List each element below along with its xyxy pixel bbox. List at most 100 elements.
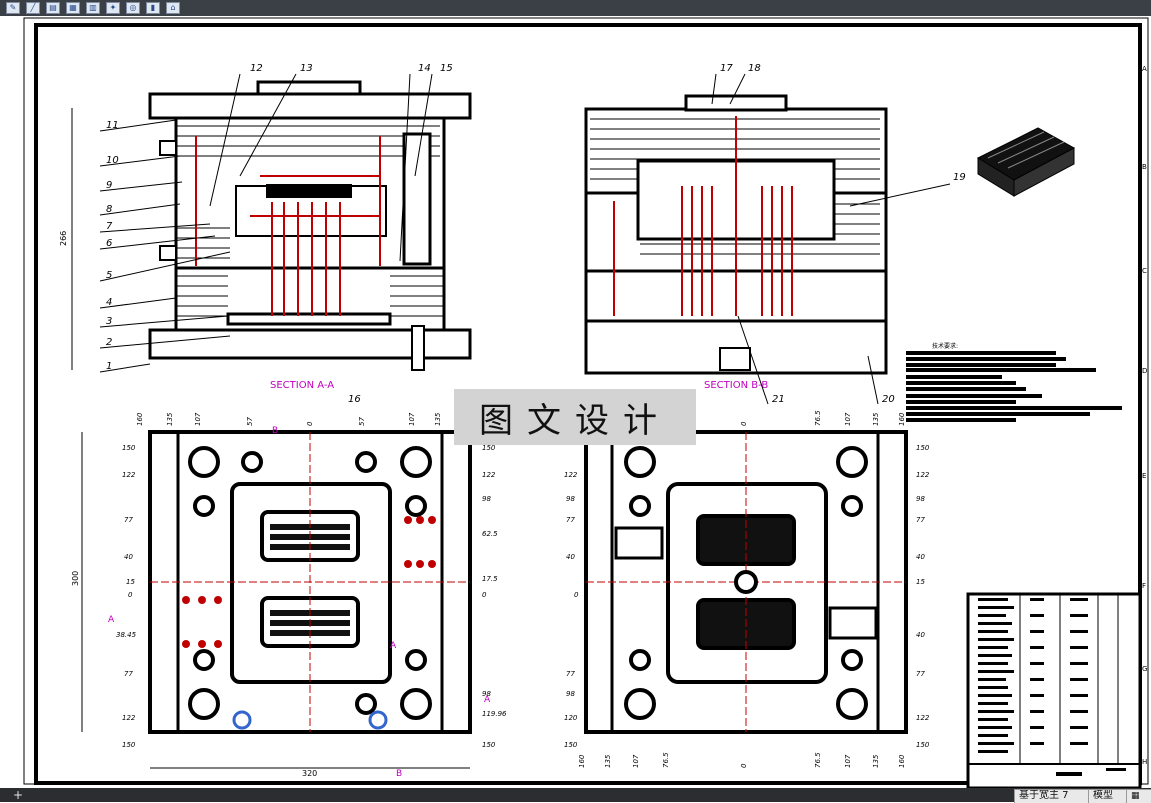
svg-text:135: 135 (872, 754, 880, 768)
svg-text:150: 150 (916, 741, 930, 749)
svg-text:135: 135 (872, 412, 880, 426)
block-icon[interactable]: ▦ (66, 2, 80, 14)
svg-text:98: 98 (482, 690, 491, 698)
left-callouts: 11 10 9 8 7 6 5 4 3 2 1 12 13 14 15 16 (106, 63, 453, 405)
dim-320: 320 (302, 769, 317, 778)
svg-text:17.5: 17.5 (482, 575, 498, 583)
svg-text:98: 98 (916, 495, 925, 503)
svg-text:150: 150 (122, 741, 136, 749)
dim-300: 300 (71, 571, 80, 586)
callout-14: 14 (418, 63, 431, 74)
svg-text:119.96: 119.96 (482, 710, 507, 718)
tab-layout[interactable]: 基于宽主 7 (1014, 789, 1094, 803)
add-layout-button[interactable]: + (12, 788, 24, 802)
pick-icon[interactable]: ✦ (106, 2, 120, 14)
svg-text:122: 122 (482, 471, 496, 479)
svg-text:135: 135 (166, 412, 174, 426)
svg-text:77: 77 (124, 670, 133, 678)
svg-text:A: A (390, 641, 397, 651)
svg-text:A: A (484, 695, 491, 705)
right-plan-view (584, 430, 908, 734)
svg-text:B: B (1142, 163, 1147, 171)
svg-text:E: E (1142, 472, 1146, 480)
svg-text:0: 0 (740, 763, 748, 768)
draw-icon[interactable]: ✎ (6, 2, 20, 14)
section-a-label: SECTION A-A (270, 380, 334, 391)
svg-text:A: A (108, 615, 115, 625)
callout-20: 20 (882, 394, 895, 405)
svg-text:0: 0 (740, 421, 748, 426)
svg-text:150: 150 (564, 741, 578, 749)
callout-8: 8 (106, 204, 112, 215)
svg-text:107: 107 (408, 412, 416, 426)
callout-7: 7 (106, 221, 113, 232)
part-3d-thumbnail (976, 127, 1076, 197)
svg-text:122: 122 (916, 471, 930, 479)
callout-5: 5 (106, 270, 112, 281)
svg-text:57: 57 (358, 417, 366, 426)
svg-text:H: H (1142, 758, 1147, 766)
svg-text:76.5: 76.5 (814, 410, 822, 426)
svg-text:122: 122 (122, 714, 136, 722)
svg-text:150: 150 (916, 444, 930, 452)
svg-text:122: 122 (564, 471, 578, 479)
svg-text:57: 57 (246, 417, 254, 426)
svg-text:120: 120 (564, 714, 578, 722)
svg-text:0: 0 (128, 591, 133, 599)
svg-text:150: 150 (482, 444, 496, 452)
right-plan-dims: 0 76.5 107 135 160 122 98 77 40 0 77 98 … (564, 410, 930, 768)
svg-text:77: 77 (916, 516, 925, 524)
section-markers: B A A B A (108, 426, 491, 779)
svg-text:122: 122 (122, 471, 136, 479)
section-a-view: SECTION A-A 266 (59, 80, 472, 391)
svg-text:77: 77 (916, 670, 925, 678)
svg-text:40: 40 (566, 553, 575, 561)
plot-icon[interactable]: ⌂ (166, 2, 180, 14)
svg-text:B: B (396, 769, 402, 779)
callout-4: 4 (106, 297, 112, 308)
svg-text:107: 107 (632, 754, 640, 768)
svg-text:0: 0 (574, 591, 579, 599)
svg-text:160: 160 (578, 754, 586, 768)
layer-icon[interactable]: ▤ (46, 2, 60, 14)
svg-text:38.45: 38.45 (116, 631, 137, 639)
grid-icon[interactable]: ▦ (1126, 789, 1151, 803)
callout-15: 15 (440, 63, 453, 74)
svg-text:40: 40 (124, 553, 133, 561)
svg-text:15: 15 (916, 578, 925, 586)
table-icon[interactable]: ▥ (86, 2, 100, 14)
callout-16: 16 (348, 394, 361, 405)
svg-text:77: 77 (124, 516, 133, 524)
title-block (966, 592, 1142, 790)
target-icon[interactable]: ◎ (126, 2, 140, 14)
dim-266: 266 (59, 231, 68, 246)
svg-text:C: C (1142, 267, 1147, 275)
section-b-view: SECTION B-B (584, 94, 888, 391)
svg-text:0: 0 (482, 591, 487, 599)
callout-10: 10 (106, 155, 119, 166)
svg-text:160: 160 (898, 412, 906, 426)
svg-text:150: 150 (482, 741, 496, 749)
measure-icon[interactable]: ▮ (146, 2, 160, 14)
callout-11: 11 (106, 120, 119, 131)
svg-text:D: D (1142, 367, 1147, 375)
status-bar: + 基于宽主 7 模型 ▦ (0, 788, 1151, 803)
callout-19: 19 (953, 172, 966, 183)
svg-text:160: 160 (898, 754, 906, 768)
tech-title: 技术要求: (932, 342, 958, 350)
svg-text:40: 40 (916, 553, 925, 561)
svg-text:A: A (1142, 65, 1147, 73)
svg-text:77: 77 (566, 516, 575, 524)
svg-text:77: 77 (566, 670, 575, 678)
svg-text:76.5: 76.5 (814, 752, 822, 768)
top-toolbar: ✎ ╱ ▤ ▦ ▥ ✦ ◎ ▮ ⌂ (0, 0, 1151, 16)
svg-text:122: 122 (916, 714, 930, 722)
svg-text:G: G (1142, 665, 1147, 673)
svg-text:150: 150 (122, 444, 136, 452)
svg-text:135: 135 (604, 754, 612, 768)
svg-text:98: 98 (566, 495, 575, 503)
line-color-icon[interactable]: ╱ (26, 2, 40, 14)
left-plan-dims: 160 135 107 57 0 57 107 135 160 150 122 … (116, 412, 507, 749)
